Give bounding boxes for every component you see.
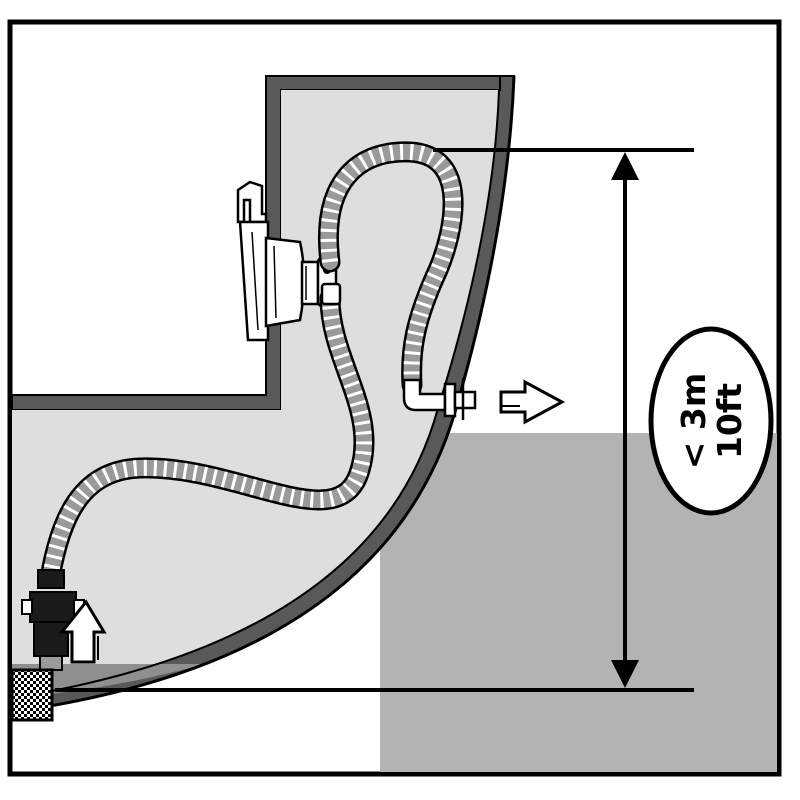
pump-bracket — [236, 180, 268, 224]
intake-inline-fitting — [21, 569, 85, 671]
hull-inner-edge — [11, 89, 500, 699]
arrow-right-icon — [499, 379, 566, 425]
hull-interior — [12, 90, 499, 698]
pump-housing — [264, 236, 306, 328]
pump-inlet-elbow — [320, 282, 342, 306]
height-metric-text: < 3m — [674, 373, 713, 470]
bilge-pump — [236, 180, 338, 342]
pump-handle-plate — [238, 220, 270, 342]
double-arrow-vertical-icon — [611, 152, 639, 688]
intake-strainer — [10, 668, 54, 722]
max-height-label: < 3m 10ft — [648, 326, 774, 516]
pump-outlet-fitting — [300, 260, 320, 306]
height-label-oval — [648, 326, 774, 516]
height-imperial-text: 10ft — [710, 383, 749, 459]
through-hull-outlet — [402, 378, 477, 420]
hull-outer-edge — [11, 75, 516, 714]
arrow-up-icon — [58, 599, 107, 664]
